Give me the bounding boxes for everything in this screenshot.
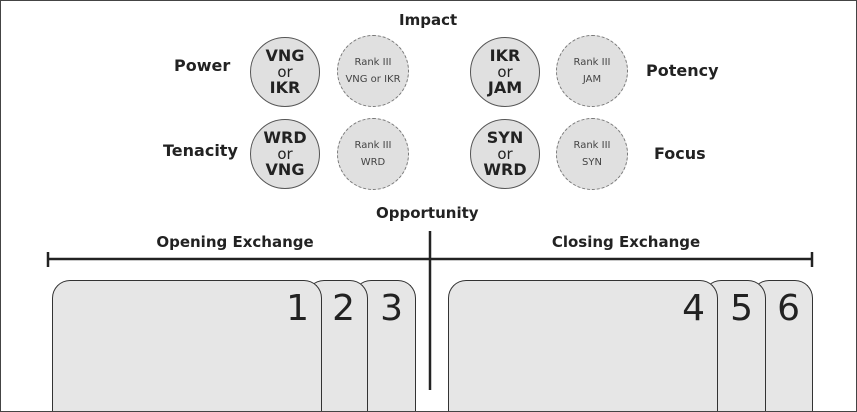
focus-skill-or: or (497, 145, 513, 163)
focus-rank-title: Rank III (573, 140, 611, 151)
focus-skill-a: SYN (486, 128, 524, 147)
power-label: Power (174, 56, 231, 75)
potency-rank-value: JAM (582, 74, 602, 85)
focus-skill-circle: SYN or WRD (470, 119, 540, 189)
power-rank-title: Rank III (354, 57, 392, 68)
power-rank-circle: Rank III VNG or IKR (337, 35, 409, 107)
focus-skill-b: WRD (483, 160, 527, 179)
potency-rank-title: Rank III (573, 57, 611, 68)
card-1-number: 1 (286, 288, 309, 329)
tenacity-skill-circle: WRD or VNG (250, 119, 320, 189)
card-4: 4 (448, 280, 718, 411)
tenacity-skill-or: or (277, 145, 293, 163)
focus-rank-value: SYN (582, 157, 602, 168)
card-6-number: 6 (777, 288, 800, 329)
tenacity-skill-b: VNG (265, 160, 305, 179)
card-2-number: 2 (332, 288, 355, 329)
potency-skill-a: IKR (489, 46, 521, 65)
tenacity-rank-circle: Rank III WRD (337, 118, 409, 190)
potency-skill-circle: IKR or JAM (470, 37, 540, 107)
impact-label: Impact (399, 11, 458, 29)
tenacity-rank-title: Rank III (354, 140, 392, 151)
power-skill-or: or (277, 63, 293, 81)
power-skill-a: VNG (265, 46, 305, 65)
potency-skill-or: or (497, 63, 513, 81)
potency-rank-circle: Rank III JAM (556, 35, 628, 107)
opportunity-label: Opportunity (376, 204, 479, 222)
power-rank-value: VNG or IKR (345, 74, 401, 85)
opening-exchange-label: Opening Exchange (156, 233, 314, 251)
card-3-number: 3 (380, 288, 403, 329)
card-5-number: 5 (730, 288, 753, 329)
closing-exchange-label: Closing Exchange (551, 233, 701, 251)
potency-skill-b: JAM (487, 78, 523, 97)
focus-label: Focus (654, 144, 706, 163)
power-skill-circle: VNG or IKR (250, 37, 320, 107)
card-4-number: 4 (682, 288, 705, 329)
focus-rank-circle: Rank III SYN (556, 118, 628, 190)
power-skill-b: IKR (269, 78, 301, 97)
tenacity-label: Tenacity (163, 141, 238, 160)
card-1: 1 (52, 280, 322, 411)
tenacity-skill-a: WRD (263, 128, 307, 147)
tenacity-rank-value: WRD (360, 157, 386, 168)
potency-label: Potency (646, 61, 719, 80)
